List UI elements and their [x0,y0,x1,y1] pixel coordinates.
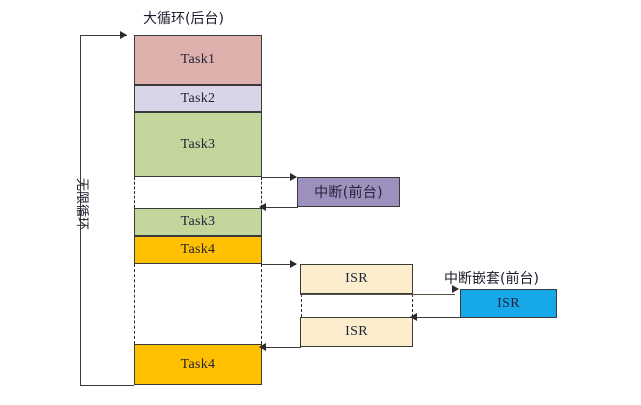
task-block-label: Task4 [180,356,216,372]
interrupt-enter-line [262,177,296,178]
loop-arrow-icon [120,30,127,39]
preempt-gap1-left-dash [134,177,135,208]
task-block-label: Task2 [180,90,216,106]
isr-gap-right-dash [412,294,413,317]
interrupt-box: 中断(前台) [297,177,400,207]
isr-enter-line [262,264,296,265]
interrupt-box-label: 中断(前台) [314,185,383,201]
isr-return-line [264,347,301,348]
interrupt-enter-arrow-icon [290,172,297,181]
interrupt-return-arrow-icon [259,202,266,211]
isr-box-label: ISR [345,324,368,339]
task-block-task2: Task2 [134,85,262,112]
nested-return-line [416,317,462,318]
isr-box-top: ISR [300,264,413,294]
nested-enter-arrow-icon [452,284,459,293]
infinite-loop-label: 无限循环 [74,178,89,231]
loop-bracket-bottom [80,385,134,386]
isr-enter-arrow-icon [290,259,297,268]
big-loop-title: 大循环(后台) [143,11,224,27]
nested-return-arrow-icon [410,312,417,321]
nested-isr-box: ISR [460,289,557,318]
task-block-label: Task4 [180,242,216,257]
preempt-gap2-right-dash [261,264,262,344]
loop-bracket-vertical [80,35,81,385]
task-block-task3-second: Task3 [134,208,262,236]
interrupt-return-line [264,207,298,208]
isr-return-arrow-icon [259,342,266,351]
nested-interrupt-title: 中断嵌套(前台) [444,271,539,287]
task-block-label: Task1 [180,52,216,67]
preempt-gap1-right-dash [261,177,262,208]
isr-box-label: ISR [345,271,368,286]
task-block-task3-first: Task3 [134,112,262,177]
preempt-gap2-left-dash [134,264,135,344]
loop-bracket-top [80,35,127,36]
nested-enter-line [300,294,455,295]
task-block-task1: Task1 [134,35,262,85]
nested-isr-label: ISR [497,295,520,311]
task-block-label: Task3 [180,136,216,152]
isr-gap-left-dash [301,294,302,317]
isr-box-bottom: ISR [300,317,413,347]
task-block-task4-second: Task4 [134,344,262,385]
task-block-label: Task3 [180,214,216,229]
task-block-task4-first: Task4 [134,236,262,264]
